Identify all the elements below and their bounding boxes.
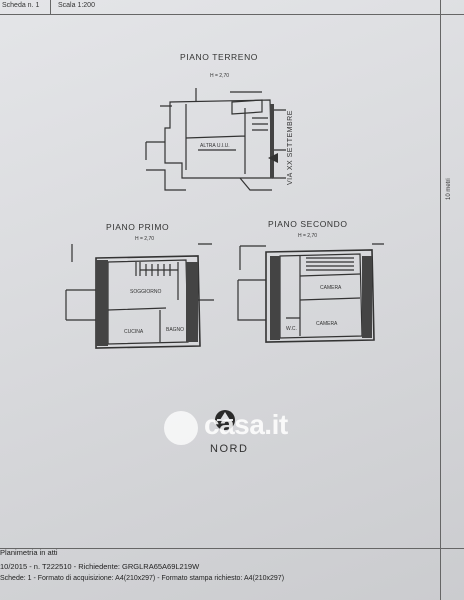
room-bagno: BAGNO [166, 327, 185, 333]
room-camera-1: CAMERA [320, 285, 342, 291]
casa-it-watermark: casa.it [160, 405, 305, 451]
room-cucina: CUCINA [124, 329, 144, 335]
header-scala: Scala 1:200 [58, 2, 95, 9]
room-camera-2: CAMERA [316, 321, 338, 327]
room-soggiorno: SOGGIORNO [130, 289, 162, 295]
room-altra-uiu: ALTRA U.I.U. [200, 143, 230, 149]
footer-line-1: Planimetria in atti [0, 548, 58, 557]
watermark-text: casa.it [204, 409, 288, 440]
frame-divider [50, 0, 51, 15]
piano-secondo-title: PIANO SECONDO [268, 219, 348, 229]
footer-line-3: Schede: 1 - Formato di acquisizione: A4(… [0, 575, 285, 582]
piano-secondo-height: H = 2,70 [298, 233, 318, 239]
north-label: NORD [210, 443, 249, 455]
footer-line-2: 10/2015 - n. T222510 - Richiedente: GRGL… [0, 562, 200, 571]
frame-top-line [0, 14, 464, 15]
room-wc: W.C. [286, 326, 297, 332]
home-icon [164, 411, 198, 445]
header-scheda: Scheda n. 1 [2, 2, 40, 9]
north-arrow-icon [215, 410, 235, 430]
frame-bottom-line [0, 548, 464, 549]
piano-terreno-height: H = 2,70 [210, 73, 230, 79]
street-label: VIA XX SETTEMBRE [287, 110, 294, 185]
piano-primo-title: PIANO PRIMO [106, 222, 170, 232]
piano-terreno-title: PIANO TERRENO [180, 52, 259, 62]
piano-primo-height: H = 2,70 [135, 236, 155, 242]
frame-right-line [440, 0, 441, 600]
scale-bar-label: 10 metri [446, 178, 452, 200]
